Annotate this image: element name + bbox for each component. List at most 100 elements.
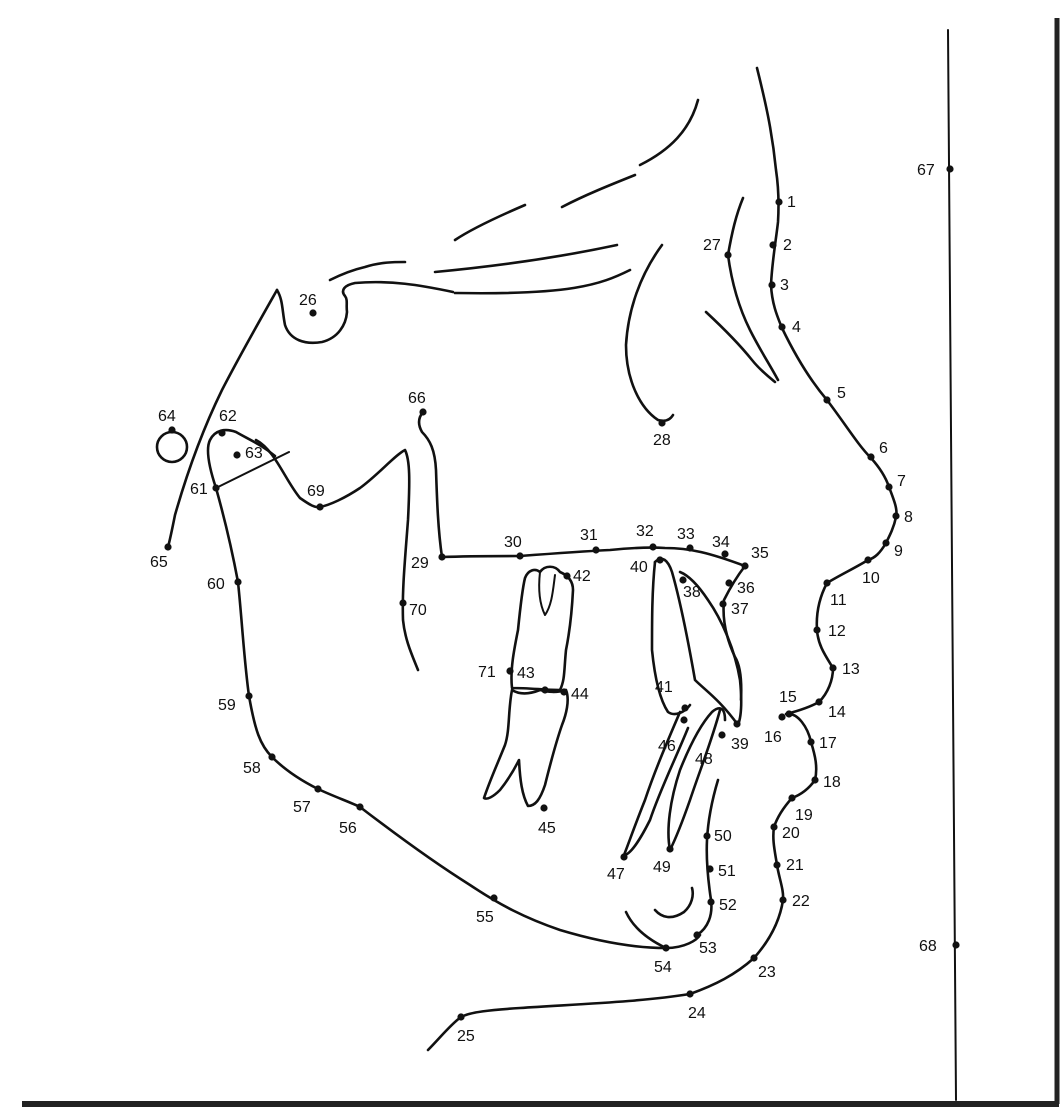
landmark-label-68: 68 <box>919 938 937 955</box>
landmark-point-43 <box>541 686 548 693</box>
landmark-label-24: 24 <box>688 1005 706 1022</box>
landmark-point-2 <box>769 241 776 248</box>
landmark-label-25: 25 <box>457 1028 475 1045</box>
landmark-label-37: 37 <box>731 601 749 618</box>
landmark-label-64: 64 <box>158 408 176 425</box>
landmark-label-14: 14 <box>828 704 846 721</box>
landmark-point-42 <box>563 572 570 579</box>
landmark-label-67: 67 <box>917 162 935 179</box>
landmark-label-31: 31 <box>580 527 598 544</box>
landmark-label-58: 58 <box>243 760 261 777</box>
landmark-label-65: 65 <box>150 554 168 571</box>
landmark-point-11 <box>823 579 830 586</box>
landmark-point-36 <box>725 579 732 586</box>
landmark-point-48 <box>718 731 725 738</box>
landmark-point-7 <box>885 483 892 490</box>
landmark-point-64 <box>168 426 175 433</box>
landmark-point-62 <box>218 429 225 436</box>
landmark-point-12 <box>813 626 820 633</box>
landmark-label-69: 69 <box>307 483 325 500</box>
landmark-label-9: 9 <box>894 543 903 560</box>
landmark-point-44 <box>560 688 567 695</box>
landmark-point-5 <box>823 396 830 403</box>
landmark-label-11: 11 <box>830 592 847 609</box>
landmark-point-53 <box>693 931 700 938</box>
landmark-label-47: 47 <box>607 866 625 883</box>
landmark-label-10: 10 <box>862 570 880 587</box>
lower-molar-outline <box>484 690 568 806</box>
condyle-outline <box>208 430 275 488</box>
landmark-point-35 <box>741 562 748 569</box>
landmark-label-19: 19 <box>795 807 813 824</box>
landmark-label-63: 63 <box>245 445 263 462</box>
landmark-point-24 <box>686 990 693 997</box>
landmark-point-4 <box>778 323 785 330</box>
landmark-point-15 <box>785 710 792 717</box>
clivus-line <box>330 262 405 280</box>
vertical-reference-line <box>948 30 956 1100</box>
landmark-point-61 <box>212 484 219 491</box>
upper-molar-root-notch <box>539 572 555 615</box>
landmark-point-49 <box>666 845 673 852</box>
landmark-label-38: 38 <box>683 584 701 601</box>
landmark-label-60: 60 <box>207 576 225 593</box>
landmark-point-23 <box>750 954 757 961</box>
landmark-label-44: 44 <box>571 686 589 703</box>
landmark-point-19 <box>788 794 795 801</box>
landmark-label-3: 3 <box>780 277 789 294</box>
landmark-label-1: 1 <box>787 194 796 211</box>
orbit-lateral-rim <box>626 245 673 421</box>
landmark-point-58 <box>268 753 275 760</box>
landmark-label-16: 16 <box>764 729 782 746</box>
landmark-point-60 <box>234 578 241 585</box>
landmark-label-50: 50 <box>714 828 732 845</box>
landmark-point-45 <box>540 804 547 811</box>
landmark-label-56: 56 <box>339 820 357 837</box>
landmark-label-48: 48 <box>695 751 713 768</box>
landmark-label-45: 45 <box>538 820 556 837</box>
landmark-point-9 <box>882 539 889 546</box>
landmark-point-41 <box>681 704 688 711</box>
landmark-label-12: 12 <box>828 623 846 640</box>
landmark-label-42: 42 <box>573 568 591 585</box>
anterior-cranial-base-1 <box>435 245 617 272</box>
landmark-point-8 <box>892 512 899 519</box>
symphysis-anterior <box>697 780 718 935</box>
landmark-point-29 <box>438 553 445 560</box>
landmark-point-51 <box>706 865 713 872</box>
landmark-point-33 <box>686 544 693 551</box>
landmark-label-27: 27 <box>703 237 721 254</box>
landmark-point-1 <box>775 198 782 205</box>
landmark-point-34 <box>721 550 728 557</box>
anterior-cranial-base-2 <box>455 270 630 293</box>
landmark-label-23: 23 <box>758 964 776 981</box>
landmark-point-56 <box>356 803 363 810</box>
landmark-point-54 <box>662 944 669 951</box>
landmark-point-70 <box>399 599 406 606</box>
landmark-label-32: 32 <box>636 523 654 540</box>
symphysis-inner-curve <box>626 912 666 948</box>
orbital-roof-line <box>455 205 525 240</box>
landmark-label-39: 39 <box>731 736 749 753</box>
landmark-point-31 <box>592 546 599 553</box>
landmark-point-65 <box>164 543 171 550</box>
landmark-point-16 <box>778 713 785 720</box>
landmark-label-17: 17 <box>819 735 837 752</box>
landmark-label-61: 61 <box>190 481 208 498</box>
landmark-point-30 <box>516 552 523 559</box>
landmark-label-13: 13 <box>842 661 860 678</box>
landmark-point-20 <box>770 823 777 830</box>
landmark-point-66 <box>419 408 426 415</box>
landmark-point-25 <box>457 1013 464 1020</box>
landmark-point-32 <box>649 543 656 550</box>
landmark-label-71: 71 <box>478 664 496 681</box>
landmark-point-69 <box>316 503 323 510</box>
landmark-label-49: 49 <box>653 859 671 876</box>
landmark-point-13 <box>829 664 836 671</box>
landmark-label-43: 43 <box>517 665 535 682</box>
landmark-label-41: 41 <box>655 679 673 696</box>
landmark-point-57 <box>314 785 321 792</box>
landmark-label-21: 21 <box>786 857 804 874</box>
landmark-point-68 <box>952 941 959 948</box>
landmark-label-18: 18 <box>823 774 841 791</box>
